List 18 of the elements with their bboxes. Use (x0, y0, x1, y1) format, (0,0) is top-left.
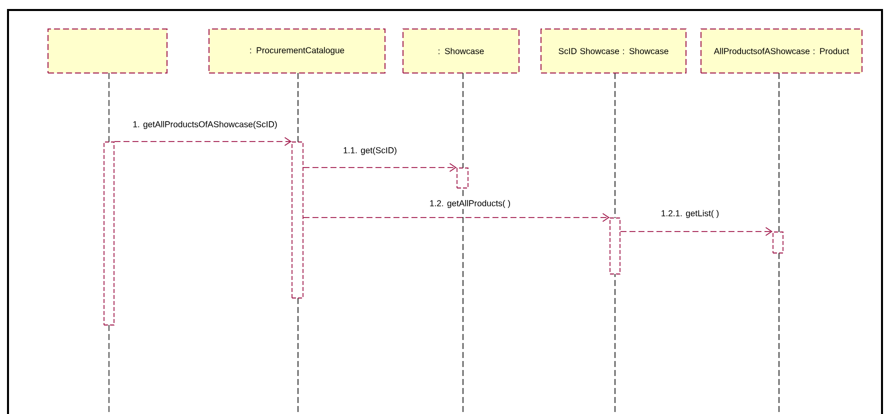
message-arrow (303, 163, 457, 172)
edge-label: 1.1. get(ScID) (344, 147, 396, 155)
edge-label: 1.2. getAllProducts( ) (430, 200, 510, 208)
message-arrow (303, 213, 610, 222)
activation-bar (456, 168, 468, 188)
lifeline-head-box: : ProcurementCatalogue (208, 28, 386, 74)
activation-bar (610, 218, 620, 274)
message-arrow (620, 227, 773, 236)
edge-label: 1.2.1. getList( ) (662, 210, 719, 218)
lifeline-head-box (48, 28, 168, 74)
lifeline-head-box: : Showcase (402, 28, 520, 74)
lifeline-head-box: ScID Showcase : Showcase (540, 28, 686, 74)
activation-bar (104, 142, 114, 326)
activation-bar (292, 142, 304, 298)
edge-label: 1. getAllProductsOfAShowcase(ScID) (133, 121, 277, 129)
message-arrow (114, 137, 292, 146)
activation-bar (772, 232, 784, 254)
lifeline-head-box: AllProductsofAShowcase : Product (700, 28, 862, 74)
